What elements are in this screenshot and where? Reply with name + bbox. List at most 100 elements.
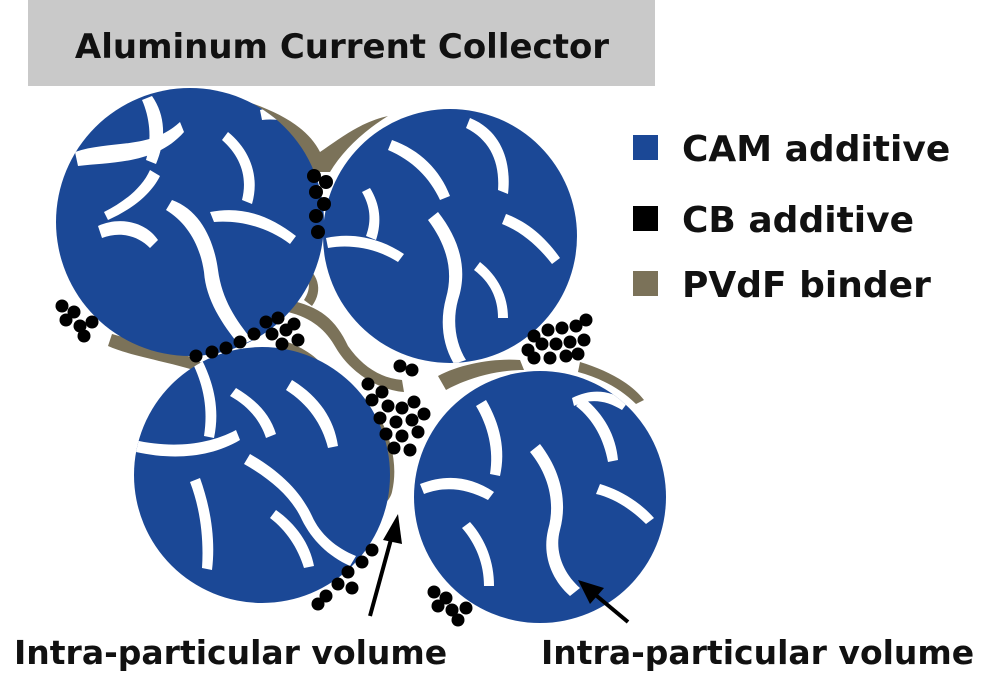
cb-particle <box>265 327 279 341</box>
caption-right: Intra-particular volume <box>541 633 974 672</box>
cb-particle <box>259 315 273 329</box>
binder-bridge <box>438 359 524 390</box>
cb-particle <box>403 443 417 457</box>
cb-particle <box>407 395 421 409</box>
cb-particle <box>577 333 591 347</box>
cb-particle <box>535 337 549 351</box>
cb-particle <box>247 327 261 341</box>
particle-cracks <box>134 360 356 570</box>
cb-particle <box>307 169 321 183</box>
cb-particle <box>319 589 333 603</box>
legend-label-cam: CAM additive <box>682 129 950 170</box>
cb-particle <box>189 349 203 363</box>
cb-particle <box>345 581 359 595</box>
cb-particle <box>389 415 403 429</box>
binder-bridge <box>300 262 319 306</box>
cam-particle <box>134 347 390 603</box>
cb-particle <box>319 175 333 189</box>
cb-particle <box>405 413 419 427</box>
cb-particle <box>67 305 81 319</box>
cb-particle <box>85 315 99 329</box>
cb-cluster <box>307 169 333 239</box>
cb-particle <box>417 407 431 421</box>
binder-bridge <box>242 100 388 172</box>
legend-label-cb: CB additive <box>682 200 914 241</box>
cb-particle <box>59 313 73 327</box>
cb-particle <box>549 337 563 351</box>
cb-particle <box>559 349 573 363</box>
particle-cracks <box>420 391 654 596</box>
cb-cluster <box>361 359 431 457</box>
cb-particle <box>317 197 331 211</box>
cam-particle <box>323 109 577 363</box>
annotation-arrows <box>368 514 630 624</box>
cb-particle <box>205 345 219 359</box>
header-background <box>28 0 655 86</box>
cb-particle <box>563 335 577 349</box>
cb-particle <box>569 319 583 333</box>
cb-particle <box>387 441 401 455</box>
cb-cluster <box>311 543 379 611</box>
cb-particle <box>555 321 569 335</box>
cb-particle <box>445 603 459 617</box>
legend-label-binder: PVdF binder <box>682 265 931 306</box>
cb-cluster <box>55 299 99 343</box>
legend-item-cb: CB additive <box>633 200 914 241</box>
cb-particle <box>275 337 289 351</box>
cb-particle <box>439 591 453 605</box>
binder-bridge <box>578 362 644 404</box>
cb-particle <box>361 377 375 391</box>
caption-left: Intra-particular volume <box>14 633 447 672</box>
legend-swatch-binder <box>633 271 658 296</box>
cb-particle <box>219 341 233 355</box>
cb-cluster <box>521 313 593 365</box>
arrow-left <box>368 514 402 617</box>
cb-particle <box>571 347 585 361</box>
cb-particle <box>309 185 323 199</box>
cb-particle <box>233 335 247 349</box>
cb-particle <box>527 351 541 365</box>
cb-particle <box>527 329 541 343</box>
cb-particle <box>431 599 445 613</box>
cb-particle <box>579 313 593 327</box>
cb-cluster <box>189 311 305 363</box>
particle-cracks <box>326 118 560 363</box>
cb-particle <box>451 613 465 627</box>
cb-particle <box>309 209 323 223</box>
cb-particle <box>373 411 387 425</box>
header-title: Aluminum Current Collector <box>75 27 609 67</box>
cb-particle <box>311 597 325 611</box>
legend-swatch-cb <box>633 206 658 231</box>
cb-particle <box>311 225 325 239</box>
cb-particle <box>77 329 91 343</box>
cb-cluster <box>427 585 473 627</box>
legend: CAM additive CB additive PVdF binder <box>633 129 950 306</box>
cb-particle <box>291 333 305 347</box>
cb-particle <box>543 351 557 365</box>
binder-bridge <box>288 300 404 392</box>
cb-particle <box>365 393 379 407</box>
cb-particle <box>541 323 555 337</box>
cb-particle <box>395 429 409 443</box>
cb-particle <box>411 425 425 439</box>
cb-particle <box>331 577 345 591</box>
cb-particle <box>427 585 441 599</box>
cb-particle <box>341 565 355 579</box>
cb-particle <box>55 299 69 313</box>
cb-particle <box>355 555 369 569</box>
cb-particle <box>459 601 473 615</box>
cb-particle <box>395 401 409 415</box>
header-bar: Aluminum Current Collector <box>28 0 655 86</box>
arrow-right <box>578 580 630 624</box>
cb-particle <box>287 317 301 331</box>
cam-particle <box>414 371 666 623</box>
cb-particle <box>405 363 419 377</box>
binder-bridge <box>108 334 205 372</box>
cb-particle <box>73 319 87 333</box>
cb-particle <box>365 543 379 557</box>
legend-item-binder: PVdF binder <box>633 265 931 306</box>
legend-item-cam: CAM additive <box>633 129 950 170</box>
cb-particle <box>381 399 395 413</box>
cb-particle <box>375 385 389 399</box>
